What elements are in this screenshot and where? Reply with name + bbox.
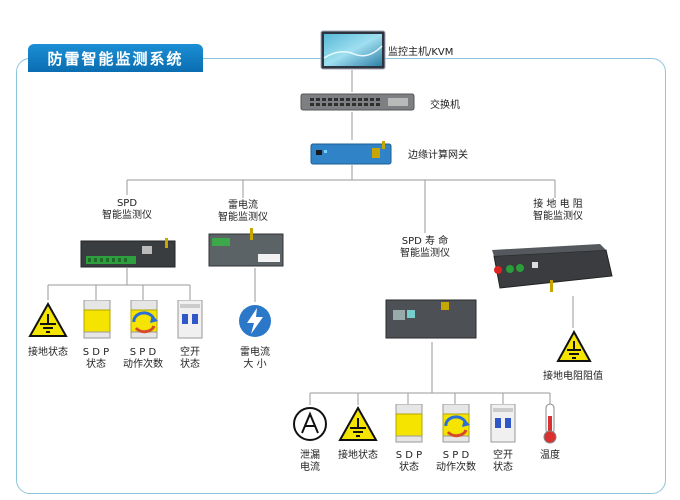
page-title: 防雷智能监测系统 bbox=[28, 44, 203, 72]
lightning-monitor-label-2: 智能监测仪 bbox=[218, 212, 268, 223]
life-monitor-label-2: 智能监测仪 bbox=[400, 248, 450, 259]
life-icon-label-breaker-2: 状态 bbox=[493, 462, 513, 473]
spd-monitor-label-2: 智能监测仪 bbox=[102, 210, 152, 221]
life-icon-label-breaker-1: 空开 bbox=[493, 450, 513, 461]
life-monitor-device-icon bbox=[385, 299, 477, 339]
life-icon-label-leakage-1: 泄漏 bbox=[300, 450, 320, 461]
spd-icon-label-count-2: 动作次数 bbox=[123, 359, 163, 370]
switch-label: 交换机 bbox=[430, 100, 460, 111]
ground-resistance-warning-icon bbox=[556, 330, 592, 362]
spd-icon-label-breaker-2: 状态 bbox=[180, 359, 200, 370]
lightning-monitor-label-1: 雷电流 bbox=[228, 200, 258, 211]
life-monitor-label-1: SPD 寿 命 bbox=[401, 236, 449, 247]
spd-icon-label-grounding: 接地状态 bbox=[28, 347, 68, 358]
ground-monitor-label-2: 智能监测仪 bbox=[533, 211, 583, 222]
life-icon-label-count-2: 动作次数 bbox=[436, 462, 476, 473]
spd-counter-icon bbox=[442, 404, 470, 443]
gateway-icon bbox=[310, 141, 392, 165]
life-icon-label-status-2: 状态 bbox=[399, 462, 419, 473]
spd-counter-icon bbox=[130, 300, 158, 339]
kvm-monitor-icon bbox=[320, 30, 386, 70]
ground-monitor-label-1: 接 地 电 阻 bbox=[533, 199, 583, 210]
spd-icon-label-status-2: 状态 bbox=[86, 359, 106, 370]
lightning-monitor-device-icon bbox=[208, 228, 284, 267]
circuit-breaker-icon bbox=[177, 300, 203, 339]
grounding-warning-icon bbox=[338, 406, 378, 441]
lightning-icon-label-1: 雷电流 bbox=[240, 347, 270, 358]
life-icon-label-status-1: S D P bbox=[395, 450, 423, 461]
circuit-breaker-icon bbox=[490, 404, 516, 443]
kvm-label: 监控主机/KVM bbox=[388, 47, 454, 58]
spd-monitor-label-1: SPD bbox=[116, 198, 138, 209]
lightning-bolt-icon bbox=[239, 305, 271, 337]
spd-icon-label-status-1: S D P bbox=[82, 347, 110, 358]
ground-monitor-device-icon bbox=[492, 244, 613, 292]
leakage-current-meter-icon bbox=[293, 407, 327, 441]
life-icon-label-count-1: S P D bbox=[442, 450, 470, 461]
life-icon-label-grounding: 接地状态 bbox=[338, 450, 378, 461]
thermometer-icon bbox=[543, 403, 557, 444]
spd-icon-label-breaker-1: 空开 bbox=[180, 347, 200, 358]
ground-icon-label: 接地电阻阻值 bbox=[543, 371, 603, 382]
spd-monitor-device-icon bbox=[80, 238, 176, 268]
spd-module-icon bbox=[83, 300, 111, 339]
spd-icon-label-count-1: S P D bbox=[129, 347, 157, 358]
switch-icon bbox=[300, 93, 415, 111]
life-icon-label-leakage-2: 电流 bbox=[300, 462, 320, 473]
spd-module-icon bbox=[395, 404, 423, 443]
grounding-warning-icon bbox=[28, 302, 68, 337]
gateway-label: 边缘计算网关 bbox=[408, 150, 468, 161]
lightning-icon-label-2: 大 小 bbox=[243, 359, 267, 370]
life-icon-label-temperature: 温度 bbox=[540, 450, 560, 461]
